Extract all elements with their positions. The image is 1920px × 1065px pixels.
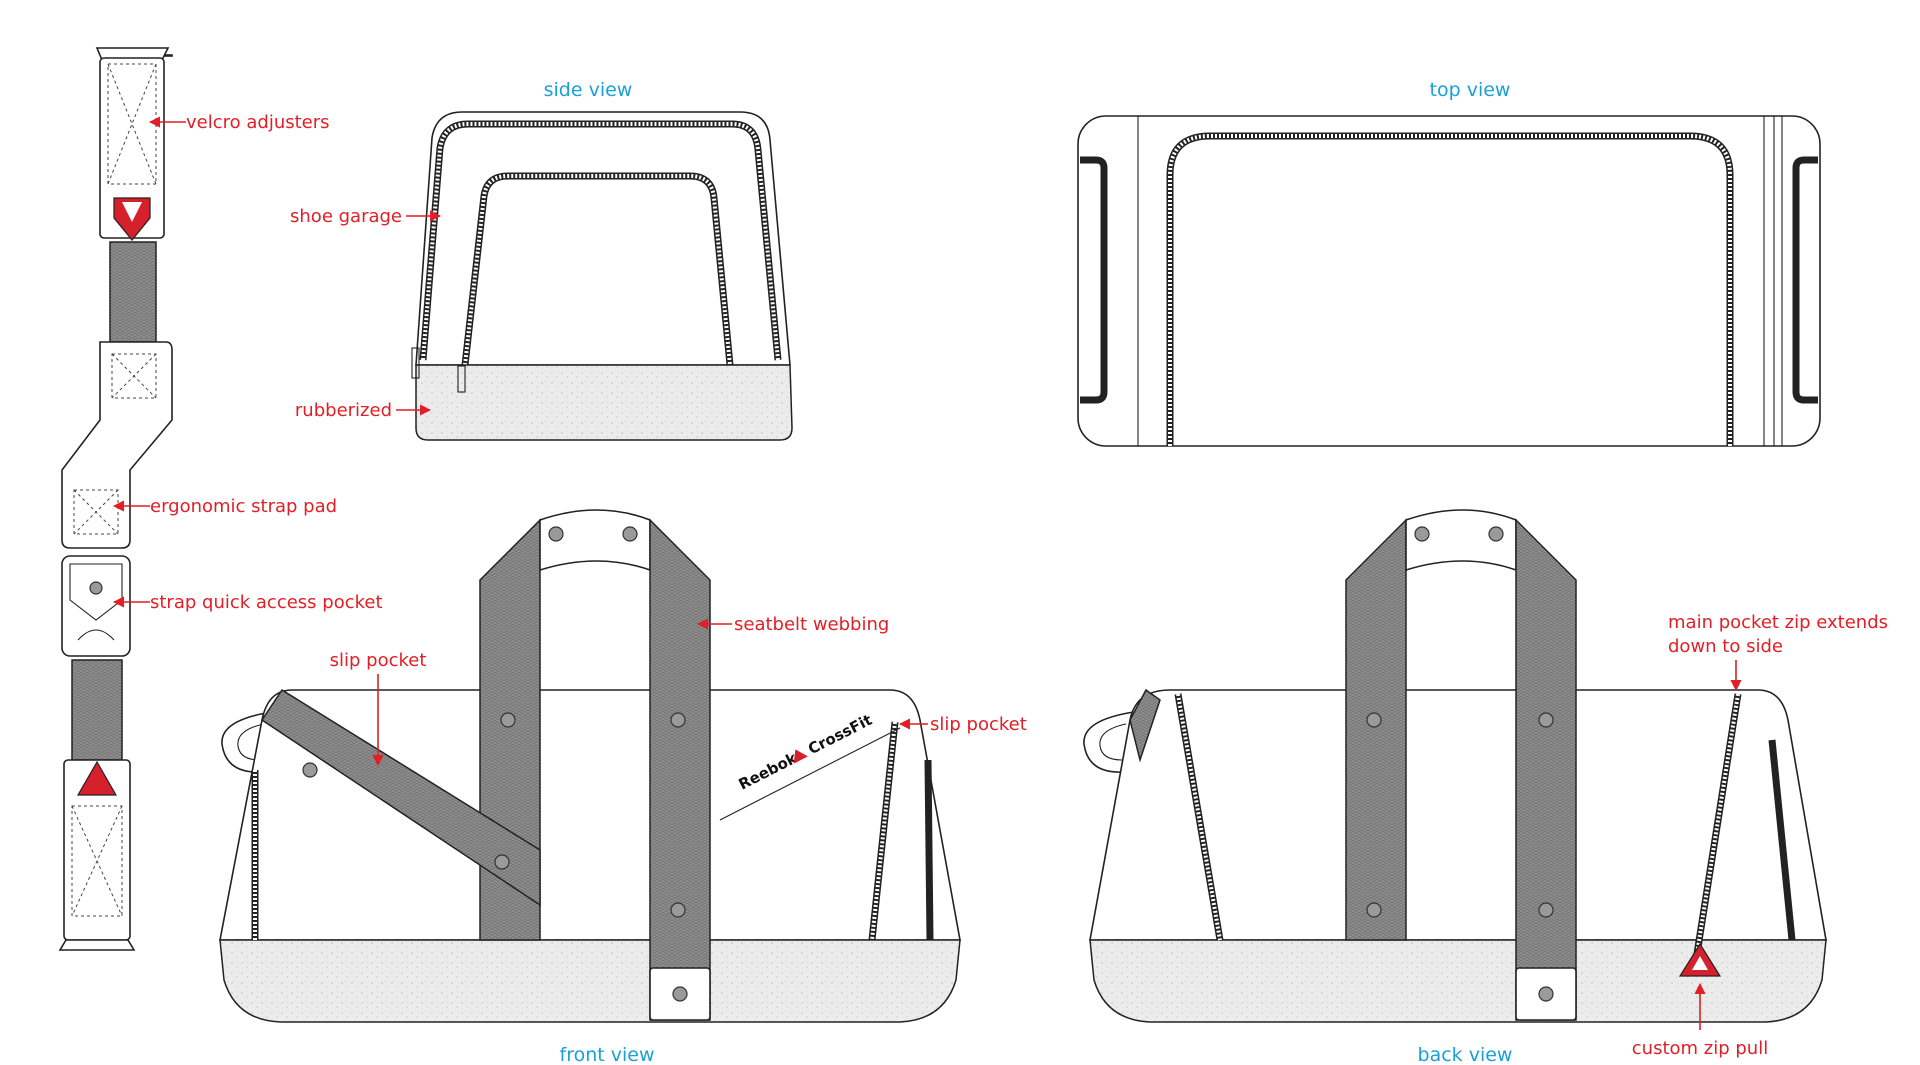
velcro-pad-icon bbox=[111, 353, 157, 399]
callout-rubberized: rubberized bbox=[295, 400, 392, 421]
callout-slip-pocket-right: slip pocket bbox=[930, 714, 1027, 735]
callout-custom-zip-pull: custom zip pull bbox=[1632, 1038, 1768, 1059]
callout-velcro-adjusters: velcro adjusters bbox=[186, 112, 330, 133]
back-view: back view bbox=[1083, 509, 1827, 1065]
side-view: side view bbox=[411, 79, 793, 441]
reebok-delta-icon bbox=[793, 749, 808, 764]
callout-strap-quick-access-pocket: strap quick access pocket bbox=[150, 592, 383, 613]
callout-shoe-garage: shoe garage bbox=[290, 206, 402, 227]
callout-slip-pocket-left: slip pocket bbox=[330, 650, 427, 671]
top-view: top view bbox=[1077, 79, 1821, 447]
shoulder-strap bbox=[58, 47, 173, 951]
front-view: front view Reebok bbox=[219, 509, 961, 1065]
reebok-delta-icon bbox=[76, 760, 118, 796]
callout-main-pocket-line2: down to side bbox=[1668, 636, 1783, 657]
callouts: velcro adjusters shoe garage rubberized … bbox=[112, 112, 1888, 1059]
front-view-title: front view bbox=[560, 1044, 655, 1065]
callout-main-pocket-line1: main pocket zip extends bbox=[1668, 612, 1888, 633]
side-view-title: side view bbox=[544, 79, 633, 101]
top-view-title: top view bbox=[1430, 79, 1511, 101]
callout-ergonomic-strap-pad: ergonomic strap pad bbox=[150, 496, 337, 517]
back-view-title: back view bbox=[1418, 1044, 1513, 1065]
callout-seatbelt-webbing: seatbelt webbing bbox=[734, 614, 889, 635]
